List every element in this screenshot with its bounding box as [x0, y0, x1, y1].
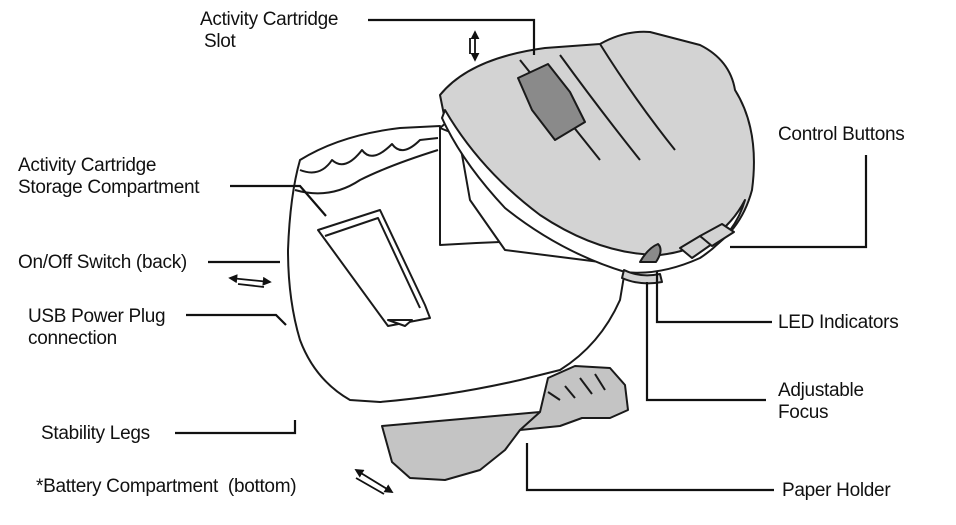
leader-focus [645, 282, 766, 402]
head-bottom-shell [441, 109, 746, 274]
label-cartridge-slot-line1: Activity Cartridge [200, 9, 339, 30]
leader-lines [175, 18, 868, 492]
label-on-off: On/Off Switch (back) [18, 252, 187, 274]
paper-holder-detail [519, 373, 606, 431]
label-usb: USB Power Plug connection [28, 306, 166, 350]
label-cartridge-slot: Activity Cartridge Slot [200, 9, 339, 53]
paper-holder-tray [381, 365, 629, 481]
label-storage-line1: Activity Cartridge [18, 155, 157, 176]
leader-storage [230, 184, 327, 217]
label-led-line1: LED Indicators [778, 312, 899, 333]
storage-compartment-edge [294, 149, 439, 195]
label-battery: *Battery Compartment (bottom) [36, 476, 297, 498]
double-arrow-vertical-icon [469, 30, 480, 62]
label-paper: Paper Holder [782, 480, 891, 502]
leader-legs [175, 420, 297, 435]
leader-control-buttons [730, 155, 868, 249]
label-focus-line2: Focus [778, 402, 829, 423]
double-arrow-horizontal-icon [228, 274, 272, 288]
cartridge-slot-opening [517, 63, 586, 141]
leader-usb [186, 313, 287, 326]
label-control-buttons-line1: Control Buttons [778, 124, 905, 145]
double-arrow-diagonal-icon [354, 469, 394, 495]
label-led: LED Indicators [778, 312, 899, 334]
focus-ring [621, 269, 663, 285]
label-storage-line2: Storage Compartment [18, 177, 200, 198]
leader-led [655, 272, 772, 324]
label-control-buttons: Control Buttons [778, 124, 905, 146]
label-legs: Stability Legs [41, 423, 150, 445]
control-button-2 [699, 223, 735, 247]
label-focus-line1: Adjustable [778, 380, 864, 401]
led-indicator [639, 243, 662, 263]
label-usb-line2: connection [28, 328, 117, 349]
base-body [287, 125, 626, 403]
storage-slot-inner [324, 217, 421, 309]
storage-clip [387, 319, 413, 327]
label-usb-line1: USB Power Plug [28, 306, 166, 327]
label-focus: Adjustable Focus [778, 380, 864, 424]
label-on-off-line1: On/Off Switch (back) [18, 252, 187, 273]
label-legs-line1: Stability Legs [41, 423, 150, 444]
label-storage: Activity Cartridge Storage Compartment [18, 155, 200, 199]
label-paper-line1: Paper Holder [782, 480, 891, 501]
label-cartridge-slot-line2: Slot [204, 31, 236, 52]
leader-paper [525, 443, 774, 492]
leader-cartridge-slot [368, 18, 536, 55]
label-battery-line1: *Battery Compartment (bottom) [36, 476, 297, 497]
storage-compartment-top [299, 137, 439, 174]
device-illustration [287, 30, 755, 481]
storage-slot [317, 209, 431, 327]
